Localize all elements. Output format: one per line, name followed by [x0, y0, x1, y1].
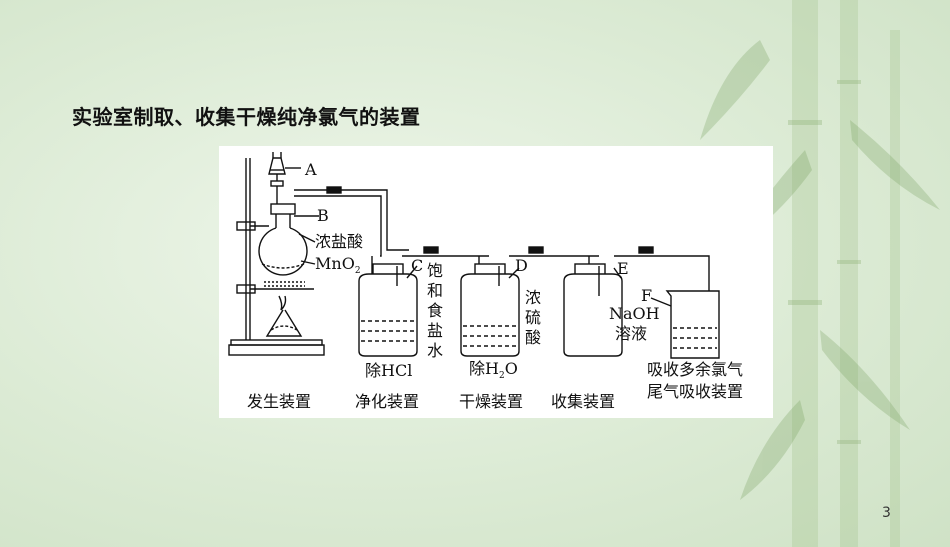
label-f: F [641, 286, 653, 305]
beaker-f [650, 290, 720, 359]
label-reagent-b1: 浓盐酸 [315, 232, 364, 251]
label-reagent-e1: NaOH [609, 304, 660, 323]
wash-bottle-c [358, 263, 418, 357]
label-reagent-c: 饱和食盐水 [427, 261, 444, 360]
stage-generation: 发生装置 [247, 392, 312, 411]
separatory-funnel-a [268, 152, 301, 212]
slide-title: 实验室制取、收集干燥纯净氯气的装置 [72, 105, 421, 129]
label-e: E [617, 259, 629, 278]
label-a: A [305, 160, 317, 179]
apparatus-drawing [228, 152, 720, 359]
stage-purification: 净化装置 [355, 392, 420, 411]
purpose-f: 吸收多余氯气 [647, 360, 744, 379]
page-number: 3 [882, 505, 891, 521]
alcohol-lamp [264, 281, 305, 337]
purpose-d: 除H2O [469, 359, 518, 382]
purpose-c: 除HCl [365, 361, 413, 380]
label-reagent-b2: MnO2 [315, 254, 361, 277]
collection-bottle-e [563, 263, 623, 357]
label-reagent-d: 浓硫酸 [525, 288, 542, 347]
label-c: C [411, 256, 424, 275]
label-b: B [317, 206, 329, 225]
round-flask-b [258, 203, 319, 276]
stage-tail-gas: 尾气吸收装置 [647, 382, 744, 401]
wash-bottle-d [460, 263, 520, 357]
stage-drying: 干燥装置 [459, 392, 524, 411]
iron-stand [228, 158, 325, 356]
stage-collection: 收集装置 [551, 392, 616, 411]
label-d: D [515, 256, 528, 275]
label-reagent-e2: 溶液 [615, 324, 648, 343]
apparatus-diagram: A B 浓盐酸 MnO2 C 饱和食盐水 D 浓硫酸 E NaOH 溶液 F 除… [219, 146, 773, 418]
